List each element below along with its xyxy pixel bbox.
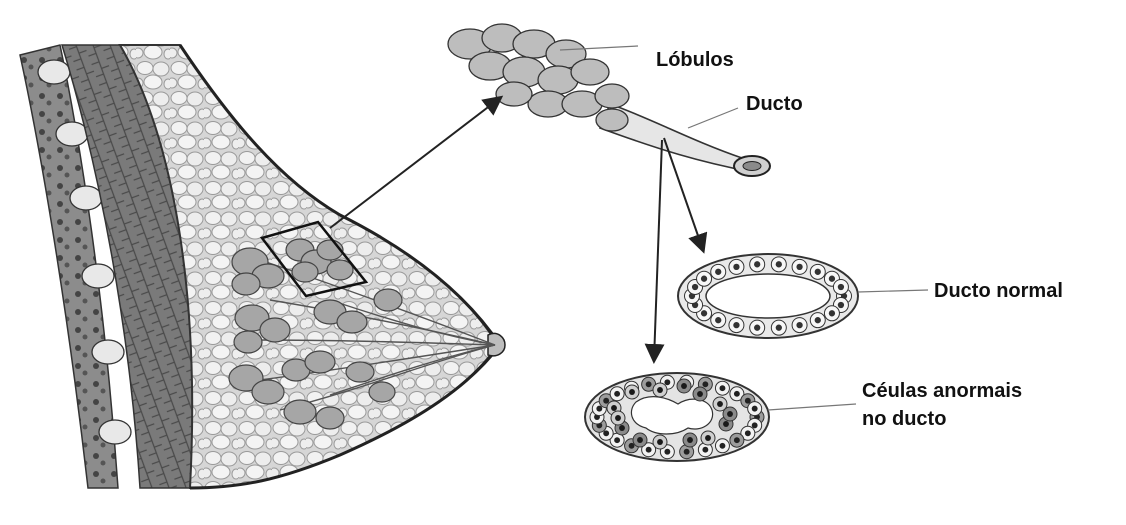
abnormal-cell (683, 433, 697, 447)
normal-duct-cross-section (678, 206, 858, 386)
abnormal-cell (748, 402, 762, 416)
breast-cross-section (20, 45, 505, 488)
label-duct: Ducto (746, 90, 803, 118)
abnormal-cell (701, 431, 715, 445)
abnormal-cell (653, 435, 667, 449)
normal-cell (750, 320, 765, 335)
abnormal-cell (715, 381, 729, 395)
abnormal-cell (730, 433, 744, 447)
normal-cell (771, 257, 786, 272)
normal-cell (792, 318, 807, 333)
label-abnormal-cells-line2: no ducto (862, 405, 946, 433)
normal-cell (711, 313, 726, 328)
normal-cell (810, 313, 825, 328)
abnormal-cell (715, 439, 729, 453)
normal-duct-leader-line (858, 290, 928, 292)
arrow-to-abnormal-duct (654, 140, 662, 360)
label-normal-duct: Ducto normal (934, 277, 1063, 305)
label-lobules: Lóbulos (656, 46, 734, 74)
normal-cell (729, 259, 744, 274)
normal-cell (729, 318, 744, 333)
abnormal-cell (610, 387, 624, 401)
duct-leader-line (688, 108, 738, 128)
abnormal-cell (723, 407, 737, 421)
abnormal-cell (625, 385, 639, 399)
abnormal-duct-cross-section (585, 373, 769, 461)
abnormal-cell (677, 379, 691, 393)
normal-cell (697, 271, 712, 286)
normal-cell (792, 259, 807, 274)
arrow-to-lobules (330, 98, 500, 228)
normal-cell (810, 264, 825, 279)
normal-cell (833, 279, 848, 294)
lobule-grapes (448, 24, 629, 131)
normal-cell (824, 306, 839, 321)
label-abnormal-cells-line1: Céulas anormais (862, 377, 1022, 405)
abnormal-cell (653, 383, 667, 397)
normal-cell (771, 320, 786, 335)
abnormal-duct-leader-line (768, 404, 856, 410)
abnormal-cell (633, 433, 647, 447)
abnormal-cell (611, 411, 625, 425)
abnormal-cell (693, 387, 707, 401)
normal-cell (750, 257, 765, 272)
normal-cell (711, 264, 726, 279)
